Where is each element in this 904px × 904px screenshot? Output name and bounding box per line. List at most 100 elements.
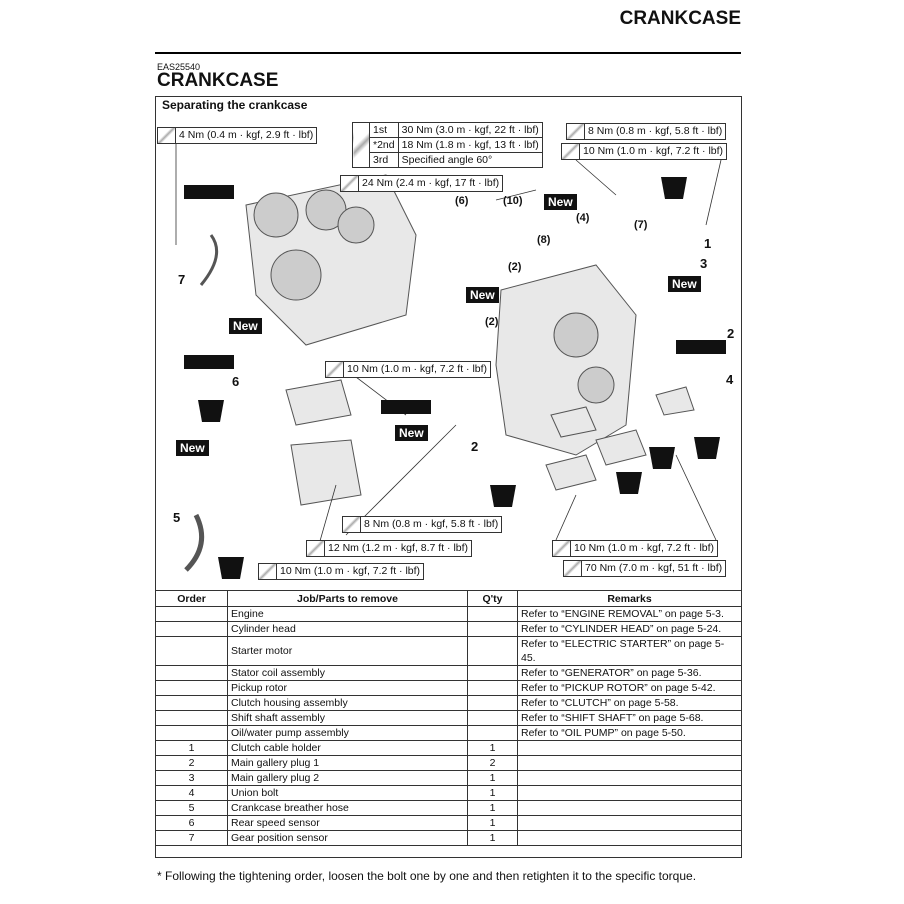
content-frame	[155, 96, 742, 858]
cell-remarks	[517, 740, 742, 756]
cell-order: 6	[155, 815, 228, 831]
diagram-subtitle: Separating the crankcase	[162, 98, 308, 112]
cell-remarks: Refer to “CLUTCH” on page 5-58.	[517, 695, 742, 711]
cell-job: Main gallery plug 1	[227, 755, 468, 771]
cell-qty: 1	[467, 785, 518, 801]
cell-job: Union bolt	[227, 785, 468, 801]
cell-order	[155, 710, 228, 726]
table-row: Cylinder head Refer to “CYLINDER HEAD” on…	[155, 621, 742, 637]
cell-qty	[467, 636, 518, 666]
callout-4: 4	[726, 372, 734, 387]
cell-remarks	[517, 815, 742, 831]
new-part-badge: New	[668, 276, 701, 292]
cell-qty	[467, 665, 518, 681]
cell-order: 3	[155, 770, 228, 786]
cell-qty: 2	[467, 755, 518, 771]
bolt-order: (2)	[508, 261, 522, 273]
col-remarks: Remarks	[517, 590, 742, 607]
cell-job: Pickup rotor	[227, 680, 468, 696]
new-part-badge: New	[176, 440, 209, 456]
new-part-badge: New	[466, 287, 499, 303]
cell-order: 5	[155, 800, 228, 816]
bolt-order: (10)	[503, 195, 523, 207]
callout-2: 2	[727, 326, 735, 341]
cell-remarks: Refer to “ENGINE REMOVAL” on page 5-3.	[517, 606, 742, 622]
callout-1: 1	[704, 236, 712, 251]
bolt-order: (2)	[485, 316, 499, 328]
cell-remarks: Refer to “ELECTRIC STARTER” on page 5-45…	[517, 636, 742, 666]
torque-label: 12 Nm (1.2 m · kgf, 8.7 ft · lbf)	[306, 540, 473, 557]
torque-label: 4 Nm (0.4 m · kgf, 2.9 ft · lbf)	[157, 127, 318, 144]
cell-order: 7	[155, 830, 228, 846]
oil-pan-baffle	[290, 439, 362, 506]
step: 1st	[369, 122, 399, 138]
cell-order	[155, 665, 228, 681]
cell-job: Gear position sensor	[227, 830, 468, 846]
step-value: 18 Nm (1.8 m · kgf, 13 ft · lbf)	[397, 137, 543, 153]
callout-7: 7	[178, 272, 186, 287]
col-qty: Q'ty	[467, 590, 518, 607]
cell-remarks: Refer to “SHIFT SHAFT” on page 5-68.	[517, 710, 742, 726]
breather-hose	[184, 513, 205, 572]
col-job: Job/Parts to remove	[227, 590, 468, 607]
callout-6: 6	[232, 374, 240, 389]
bolt-order: (7)	[634, 219, 648, 231]
parts-table: Order Job/Parts to remove Q'ty Remarks E…	[155, 590, 742, 846]
cell-remarks: Refer to “PICKUP ROTOR” on page 5-42.	[517, 680, 742, 696]
cell-qty	[467, 621, 518, 637]
cell-qty: 1	[467, 830, 518, 846]
step: *2nd	[369, 137, 399, 153]
step-value: Specified angle 60°	[397, 152, 543, 168]
cell-remarks	[517, 770, 742, 786]
cell-order	[155, 636, 228, 666]
cell-order	[155, 725, 228, 741]
cell-remarks	[517, 755, 742, 771]
cell-job: Cylinder head	[227, 621, 468, 637]
torque-label: 10 Nm (1.0 m · kgf, 7.2 ft · lbf)	[258, 563, 425, 580]
cell-remarks	[517, 830, 742, 846]
cell-qty: 1	[467, 740, 518, 756]
oil-strainer	[285, 379, 352, 426]
table-row: Engine Refer to “ENGINE REMOVAL” on page …	[155, 606, 742, 622]
new-part-badge: New	[544, 194, 577, 210]
cell-job: Rear speed sensor	[227, 815, 468, 831]
cell-order	[155, 621, 228, 637]
cell-qty	[467, 710, 518, 726]
cell-job: Stator coil assembly	[227, 665, 468, 681]
cell-job: Engine	[227, 606, 468, 622]
table-row: Pickup rotor Refer to “PICKUP ROTOR” on p…	[155, 680, 742, 696]
cell-remarks: Refer to “CYLINDER HEAD” on page 5-24.	[517, 621, 742, 637]
bolt-order: (6)	[455, 195, 469, 207]
torque-label: 8 Nm (0.8 m · kgf, 5.8 ft · lbf)	[566, 123, 727, 140]
gear-position-sensor-lead	[199, 234, 219, 286]
torque-label: 24 Nm (2.4 m · kgf, 17 ft · lbf)	[340, 175, 504, 192]
cell-order: 4	[155, 785, 228, 801]
cell-qty	[467, 695, 518, 711]
cell-order	[155, 606, 228, 622]
cell-job: Main gallery plug 2	[227, 770, 468, 786]
bolt-order: (8)	[537, 234, 551, 246]
torque-label: 10 Nm (1.0 m · kgf, 7.2 ft · lbf)	[561, 143, 728, 160]
running-title: CRANKCASE	[619, 8, 741, 29]
cell-remarks	[517, 785, 742, 801]
cell-qty	[467, 606, 518, 622]
torque-label: 10 Nm (1.0 m · kgf, 7.2 ft · lbf)	[552, 540, 719, 557]
cell-qty	[467, 680, 518, 696]
cell-remarks	[517, 800, 742, 816]
torque-label: 8 Nm (0.8 m · kgf, 5.8 ft · lbf)	[342, 516, 503, 533]
section-code: EAS25540	[157, 62, 201, 72]
cell-order	[155, 680, 228, 696]
page-title: CRANKCASE	[157, 70, 279, 91]
new-part-badge: New	[229, 318, 262, 334]
